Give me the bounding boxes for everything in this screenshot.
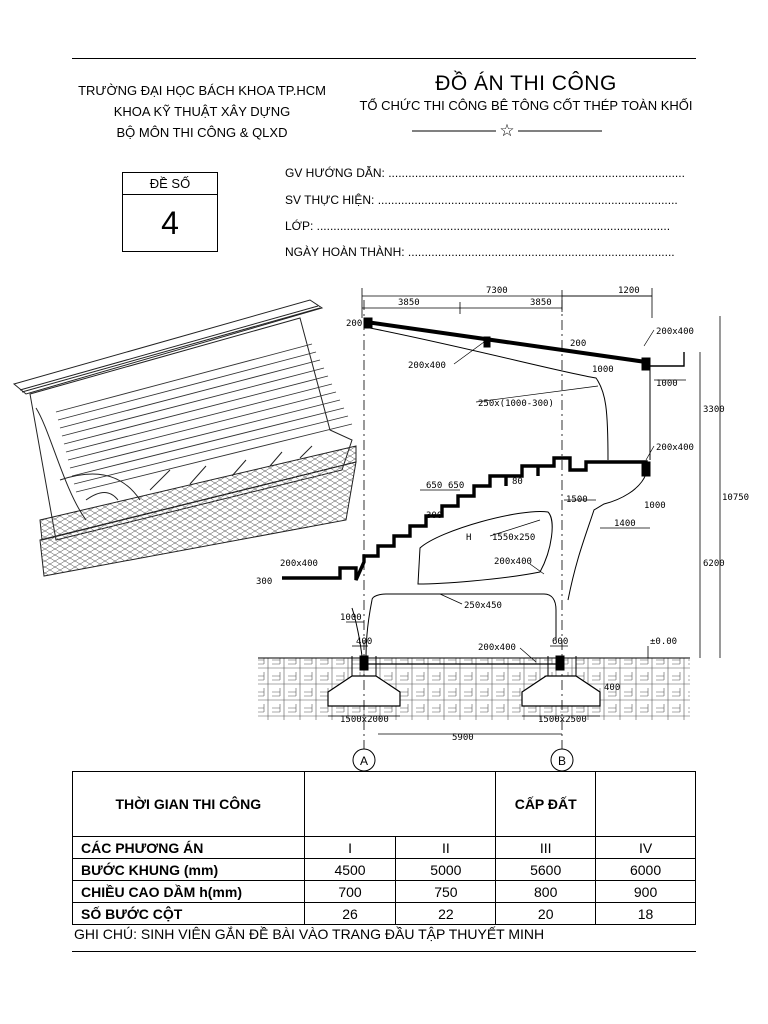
beam-label-1: 200x400: [656, 327, 694, 337]
table-cell: 20: [495, 902, 597, 925]
structure-drawing: A B: [12, 286, 749, 772]
table-cell: 4500: [303, 858, 397, 881]
star-divider: ☆: [412, 121, 602, 140]
dim-400-a: 400: [356, 637, 372, 647]
department-name: BỘ MÔN THI CÔNG & QLXD: [116, 125, 288, 140]
dim-3300: 3300: [703, 405, 725, 415]
footings: [327, 675, 601, 707]
axis-b-label: B: [558, 754, 566, 768]
beam-label-2: 200x400: [408, 361, 446, 371]
table-cell: I: [303, 836, 397, 859]
dim-300-b: 300: [256, 577, 272, 587]
dim-600: 600: [552, 637, 568, 647]
faculty-name: KHOA KỸ THUẬT XÂY DỰNG: [113, 104, 291, 119]
table-cell: III: [495, 836, 597, 859]
dim-6200: 6200: [703, 559, 725, 569]
school-name: TRƯỜNG ĐẠI HỌC BÁCH KHOA TP.HCM: [78, 83, 326, 98]
table-cell: II: [395, 836, 497, 859]
footing-a-label: 1500x2000: [340, 715, 389, 725]
dim-300-a: 300: [426, 511, 442, 521]
beam-label-5: 200x400: [280, 559, 318, 569]
dim-1400: 1400: [614, 519, 636, 529]
completion-date-line: NGÀY HOÀN THÀNH: .......................…: [285, 245, 675, 259]
instructor-line: GV HƯỚNG DẪN: ..........................…: [285, 166, 685, 180]
beam-250x450-label: 250x450: [464, 601, 502, 611]
table-cell: 700: [303, 880, 397, 903]
star-icon: ☆: [499, 121, 514, 140]
table-cell: 900: [595, 880, 696, 903]
table-row: CÁC PHƯƠNG ÁN I II III IV: [72, 836, 696, 859]
dim-1200: 1200: [618, 286, 640, 296]
grid-axes: [363, 300, 563, 752]
dim-1500: 1500: [566, 495, 588, 505]
dim-h: H: [466, 533, 471, 543]
ground-hatch: [258, 658, 690, 720]
dim-7300: 7300: [486, 286, 508, 296]
dim-10750: 10750: [722, 493, 749, 503]
dim-1000-d: 1000: [340, 613, 362, 623]
dim-3850-a: 3850: [398, 298, 420, 308]
top-rule: [72, 58, 696, 59]
page-subtitle: TỔ CHỨC THI CÔNG BÊ TÔNG CỐT THÉP TOÀN K…: [359, 98, 693, 113]
table-row: CHIỀU CAO DẦM h(mm) 700 750 800 900: [72, 880, 696, 903]
table-cell: SỐ BƯỚC CỘT: [72, 902, 305, 925]
table-cell: CÁC PHƯƠNG ÁN: [72, 836, 305, 859]
beam-label-3: 200x400: [656, 443, 694, 453]
table-cell: [303, 771, 497, 837]
table-row: THỜI GIAN THI CÔNG CẤP ĐẤT: [72, 771, 696, 837]
dim-200-b: 200: [570, 339, 586, 349]
dim-200-a: 200: [346, 319, 362, 329]
table-cell: IV: [595, 836, 696, 859]
assignment-label: ĐỀ SỐ: [123, 173, 217, 195]
table-cell: 18: [595, 902, 696, 925]
leader-lines: [439, 329, 655, 663]
dim-3850-b: 3850: [530, 298, 552, 308]
student-line: SV THỰC HIỆN: ..........................…: [285, 193, 678, 207]
table-cell: BƯỚC KHUNG (mm): [72, 858, 305, 881]
isometric-view: [12, 299, 357, 577]
dim-650-b: 650: [448, 481, 464, 491]
page-title: ĐỒ ÁN THI CÔNG: [435, 72, 617, 95]
table-cell: 26: [303, 902, 397, 925]
class-line: LỚP: ...................................…: [285, 219, 671, 233]
school-block: TRƯỜNG ĐẠI HỌC BÁCH KHOA TP.HCM KHOA KỸ …: [72, 80, 332, 143]
table-cell: 5600: [495, 858, 597, 881]
table-cell: 22: [395, 902, 497, 925]
frame-section: [282, 317, 685, 676]
spec-table: THỜI GIAN THI CÔNG CẤP ĐẤT CÁC PHƯƠNG ÁN…: [72, 771, 696, 925]
table-cell: 750: [395, 880, 497, 903]
dim-1000-c: 1000: [644, 501, 666, 511]
axis-a-label: A: [360, 754, 368, 768]
table-cell: [595, 771, 696, 837]
dim-5900: 5900: [452, 733, 474, 743]
dim-650-a: 650: [426, 481, 442, 491]
assignment-number: 4: [161, 205, 179, 241]
beam-label-6: 200x400: [478, 643, 516, 653]
table-cell: THỜI GIAN THI CÔNG: [72, 771, 305, 837]
table-row: SỐ BƯỚC CỘT 26 22 20 18: [72, 902, 696, 925]
dim-400-b: 400: [604, 683, 620, 693]
elevation-0: ±0.00: [650, 637, 677, 647]
column-label: 250x(1000-300): [478, 399, 554, 409]
table-row: BƯỚC KHUNG (mm) 4500 5000 5600 6000: [72, 858, 696, 881]
bottom-rule: [72, 951, 696, 952]
dim-1000-a: 1000: [592, 365, 614, 375]
table-cell: 6000: [595, 858, 696, 881]
beam-label-4: 200x400: [494, 557, 532, 567]
dimension-lines: [328, 288, 721, 735]
assignment-box: ĐỀ SỐ 4: [122, 172, 218, 252]
slab-label: 1550x250: [492, 533, 535, 543]
table-cell: CHIỀU CAO DẦM h(mm): [72, 880, 305, 903]
dim-1000-b: 1000: [656, 379, 678, 389]
footnote: GHI CHÚ: SINH VIÊN GẮN ĐỀ BÀI VÀO TRANG …: [74, 926, 545, 942]
table-cell: CẤP ĐẤT: [495, 771, 597, 837]
footing-b-label: 1500x2500: [538, 715, 587, 725]
table-cell: 800: [495, 880, 597, 903]
dim-80: 80: [512, 477, 523, 487]
table-cell: 5000: [395, 858, 497, 881]
